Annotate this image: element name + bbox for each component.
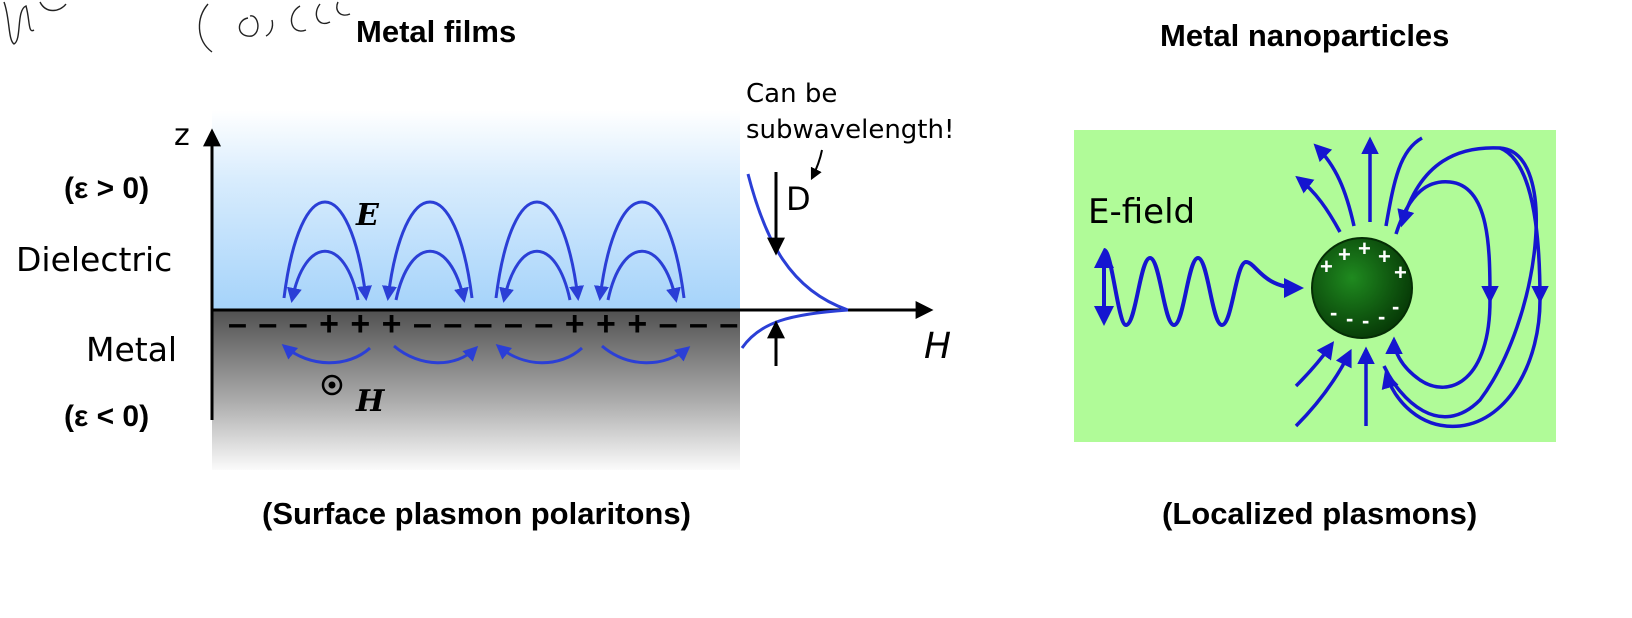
left-panel-heading: Metal films (356, 14, 517, 49)
particle-charges: + + + + + - - - - - (1320, 236, 1407, 333)
dielectric-label: Dielectric (16, 240, 173, 279)
incident-wave (1094, 248, 1304, 328)
h-out-of-plane-icon (321, 374, 343, 396)
subwavelength-note-line2: subwavelength! (746, 115, 955, 145)
eps-positive-label: (ε > 0) (64, 172, 150, 205)
metal-region (212, 310, 740, 470)
svg-text:+: + (1358, 236, 1371, 261)
decay-length-label: D (786, 180, 811, 218)
svg-text:+: + (1320, 254, 1333, 279)
svg-text:-: - (1392, 294, 1399, 319)
surface-charges: – – – + + + – – – – – + + + – – – (228, 305, 740, 343)
e-field-lines (282, 200, 686, 303)
metal-label: Metal (86, 330, 178, 369)
svg-text:-: - (1346, 306, 1353, 331)
svg-text:-: - (1362, 308, 1369, 333)
metal-field-arcs (281, 344, 691, 365)
svg-text:-: - (1330, 300, 1337, 325)
right-panel-heading: Metal nanoparticles (1160, 18, 1450, 53)
metal-nanoparticle (1311, 237, 1413, 339)
h-axis-label: H (924, 326, 952, 367)
z-axis-label: z (174, 118, 190, 153)
right-panel-caption: (Localized plasmons) (1162, 496, 1478, 531)
svg-text:+: + (1394, 260, 1407, 285)
e-field-label: E (356, 198, 379, 233)
left-panel-caption: (Surface plasmon polaritons) (262, 496, 691, 531)
note-pointer-arrow (810, 149, 823, 181)
eps-negative-label: (ε < 0) (64, 400, 150, 433)
h-field-label: H (356, 384, 385, 419)
svg-text:+: + (1338, 242, 1351, 267)
svg-text:-: - (1378, 304, 1385, 329)
subwavelength-note-line1: Can be (746, 79, 838, 109)
dipole-field-lines (1294, 136, 1549, 429)
e-field-wave-label: E-field (1088, 192, 1196, 232)
svg-text:+: + (1378, 244, 1391, 269)
